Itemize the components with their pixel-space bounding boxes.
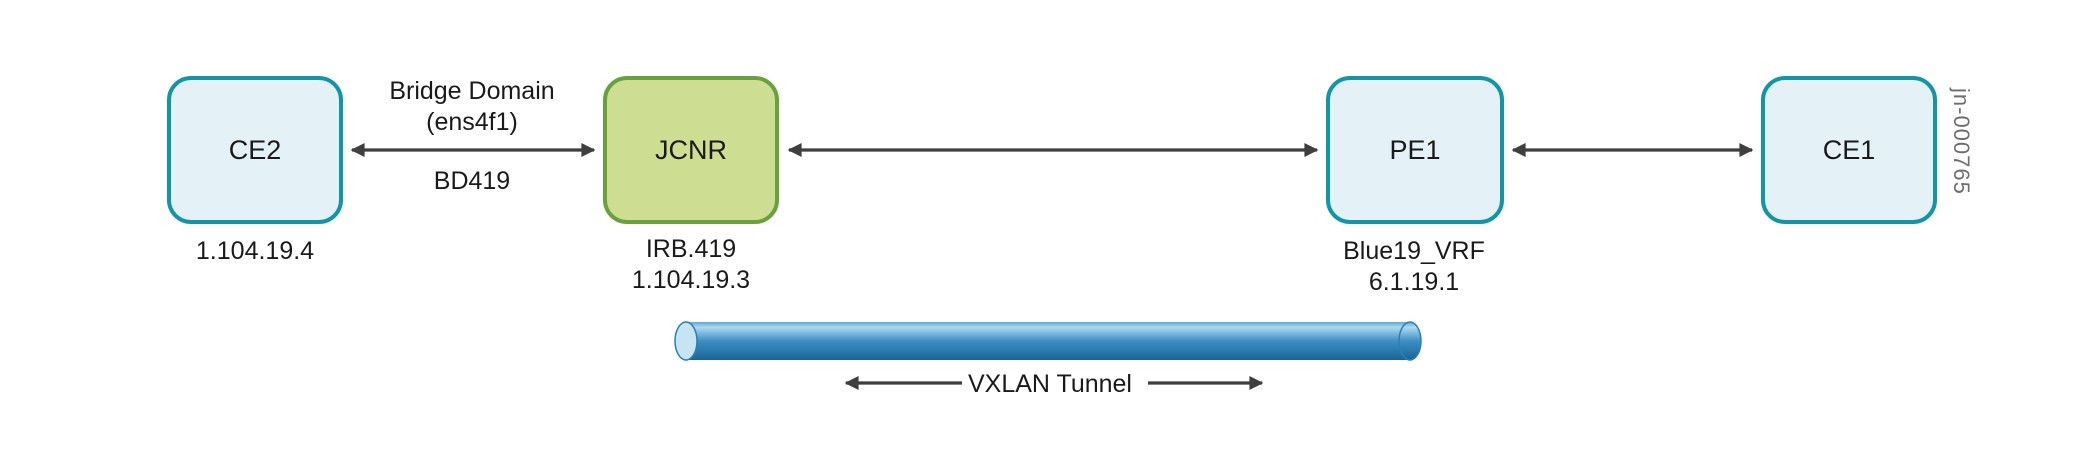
bridge-domain-label: Bridge Domain (ens4f1) bbox=[342, 76, 602, 138]
figure-id-label: jn-000765 bbox=[1949, 88, 1974, 195]
bd419-label: BD419 bbox=[433, 167, 511, 195]
node-pe1: PE1 bbox=[1326, 76, 1504, 224]
node-jcnr-label: JCNR bbox=[655, 134, 727, 165]
vxlan-tunnel-label: VXLAN Tunnel bbox=[968, 370, 1132, 398]
node-jcnr: JCNR bbox=[603, 76, 779, 224]
node-ce2-label: CE2 bbox=[228, 134, 282, 165]
node-pe1-label: PE1 bbox=[1389, 134, 1441, 165]
pe1-vrf-label: Blue19_VRF bbox=[1343, 237, 1485, 265]
tunnel-left-cap bbox=[674, 321, 698, 361]
pe1-sublabels: Blue19_VRF 6.1.19.1 bbox=[1304, 236, 1524, 298]
tunnel-body bbox=[686, 322, 1410, 360]
tunnel-right-cap bbox=[1398, 321, 1422, 361]
bridge-domain-label-line2: (ens4f1) bbox=[426, 108, 518, 136]
jcnr-ip-label: 1.104.19.3 bbox=[631, 266, 751, 294]
jcnr-sublabels: IRB.419 1.104.19.3 bbox=[581, 234, 801, 296]
bridge-domain-label-line1: Bridge Domain bbox=[389, 77, 555, 105]
jcnr-interface-label: IRB.419 bbox=[645, 235, 737, 263]
node-ce2: CE2 bbox=[167, 76, 343, 224]
vxlan-tunnel-cylinder bbox=[674, 321, 1422, 361]
node-ce1-label: CE1 bbox=[1822, 134, 1876, 165]
node-ce1: CE1 bbox=[1761, 76, 1937, 224]
pe1-ip-label: 6.1.19.1 bbox=[1368, 268, 1460, 296]
ce2-ip-label: 1.104.19.4 bbox=[195, 237, 315, 265]
